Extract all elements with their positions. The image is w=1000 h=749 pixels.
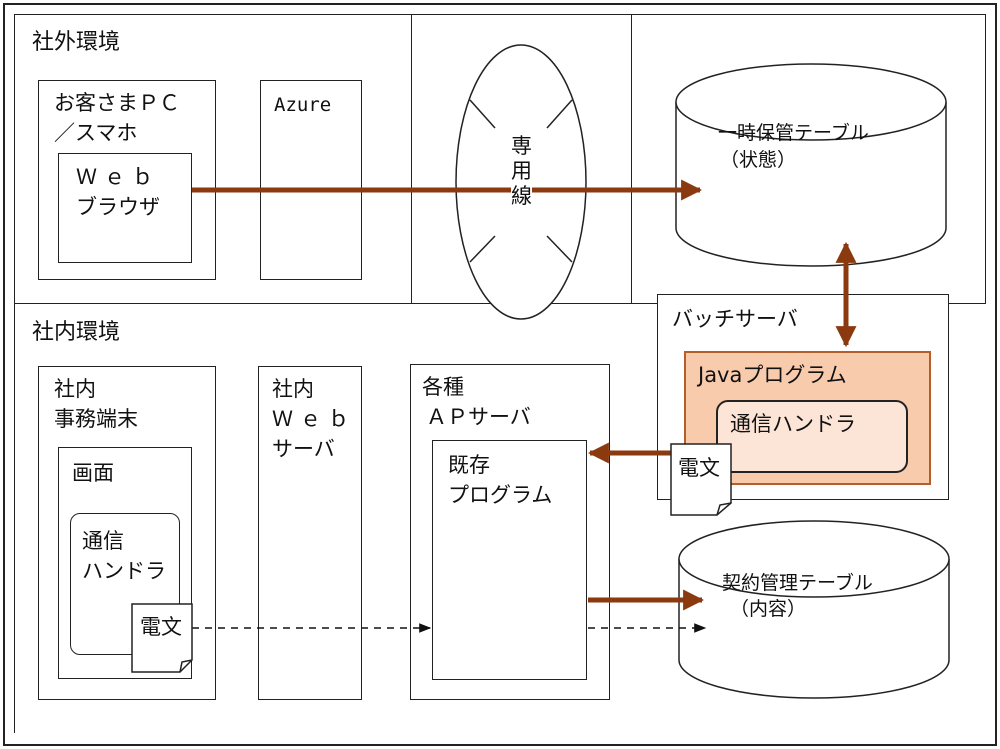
dedicated-line-label-3: 線 bbox=[511, 181, 532, 211]
internal-web-server-label-2: Ｗｅｂ bbox=[272, 407, 356, 431]
terminal-comm-handler-label-2: ハンドラ bbox=[82, 559, 166, 583]
terminal-message-document bbox=[131, 603, 193, 673]
web-browser-label-1: Ｗｅｂ bbox=[76, 165, 160, 189]
office-terminal-label-1: 社内 bbox=[54, 377, 96, 401]
inside-environment-title: 社内環境 bbox=[32, 320, 121, 345]
batch-comm-handler-label: 通信ハンドラ bbox=[730, 412, 856, 436]
ap-servers-label-1: 各種 bbox=[422, 375, 464, 399]
customer-device-label-2: ／スマホ bbox=[54, 121, 138, 145]
internal-web-server bbox=[258, 366, 362, 700]
contract-table-label-2: （内容） bbox=[730, 598, 807, 620]
java-program-label: Javaプログラム bbox=[698, 363, 847, 387]
batch-comm-handler bbox=[716, 400, 908, 473]
existing-program bbox=[432, 440, 587, 680]
terminal-message-label: 電文 bbox=[140, 615, 182, 639]
terminal-comm-handler bbox=[70, 513, 180, 655]
azure-label: Azure bbox=[274, 94, 332, 116]
web-browser-label-2: ブラウザ bbox=[76, 195, 160, 219]
temp-table-label-2: （状態） bbox=[720, 149, 797, 171]
customer-device-label-1: お客さまＰＣ bbox=[54, 91, 180, 115]
internal-web-server-label-1: 社内 bbox=[272, 377, 314, 401]
batch-message-document bbox=[670, 443, 732, 516]
batch-server-title: バッチサーバ bbox=[672, 307, 798, 331]
contract-table bbox=[678, 520, 950, 699]
azure bbox=[260, 80, 362, 280]
terminal-comm-handler-label-1: 通信 bbox=[82, 529, 124, 553]
ap-servers-label-2: ＡＰサーバ bbox=[426, 405, 531, 429]
internal-web-server-label-3: サーバ bbox=[272, 437, 335, 461]
contract-table-label-1: 契約管理テーブル bbox=[722, 572, 873, 594]
screen-label: 画面 bbox=[72, 461, 114, 485]
web-browser bbox=[58, 153, 192, 263]
existing-program-label-1: 既存 bbox=[448, 453, 490, 477]
temp-storage-table bbox=[675, 63, 947, 267]
office-terminal-label-2: 事務端末 bbox=[54, 407, 138, 431]
dedicated-line-label-2: 用 bbox=[511, 159, 532, 183]
batch-message-label: 電文 bbox=[678, 456, 720, 480]
existing-program-label-2: プログラム bbox=[448, 483, 553, 507]
dedicated-line-label-1: 専 bbox=[511, 134, 532, 158]
outside-environment-title: 社外環境 bbox=[32, 30, 121, 55]
temp-table-label-1: 一時保管テーブル bbox=[718, 122, 869, 144]
